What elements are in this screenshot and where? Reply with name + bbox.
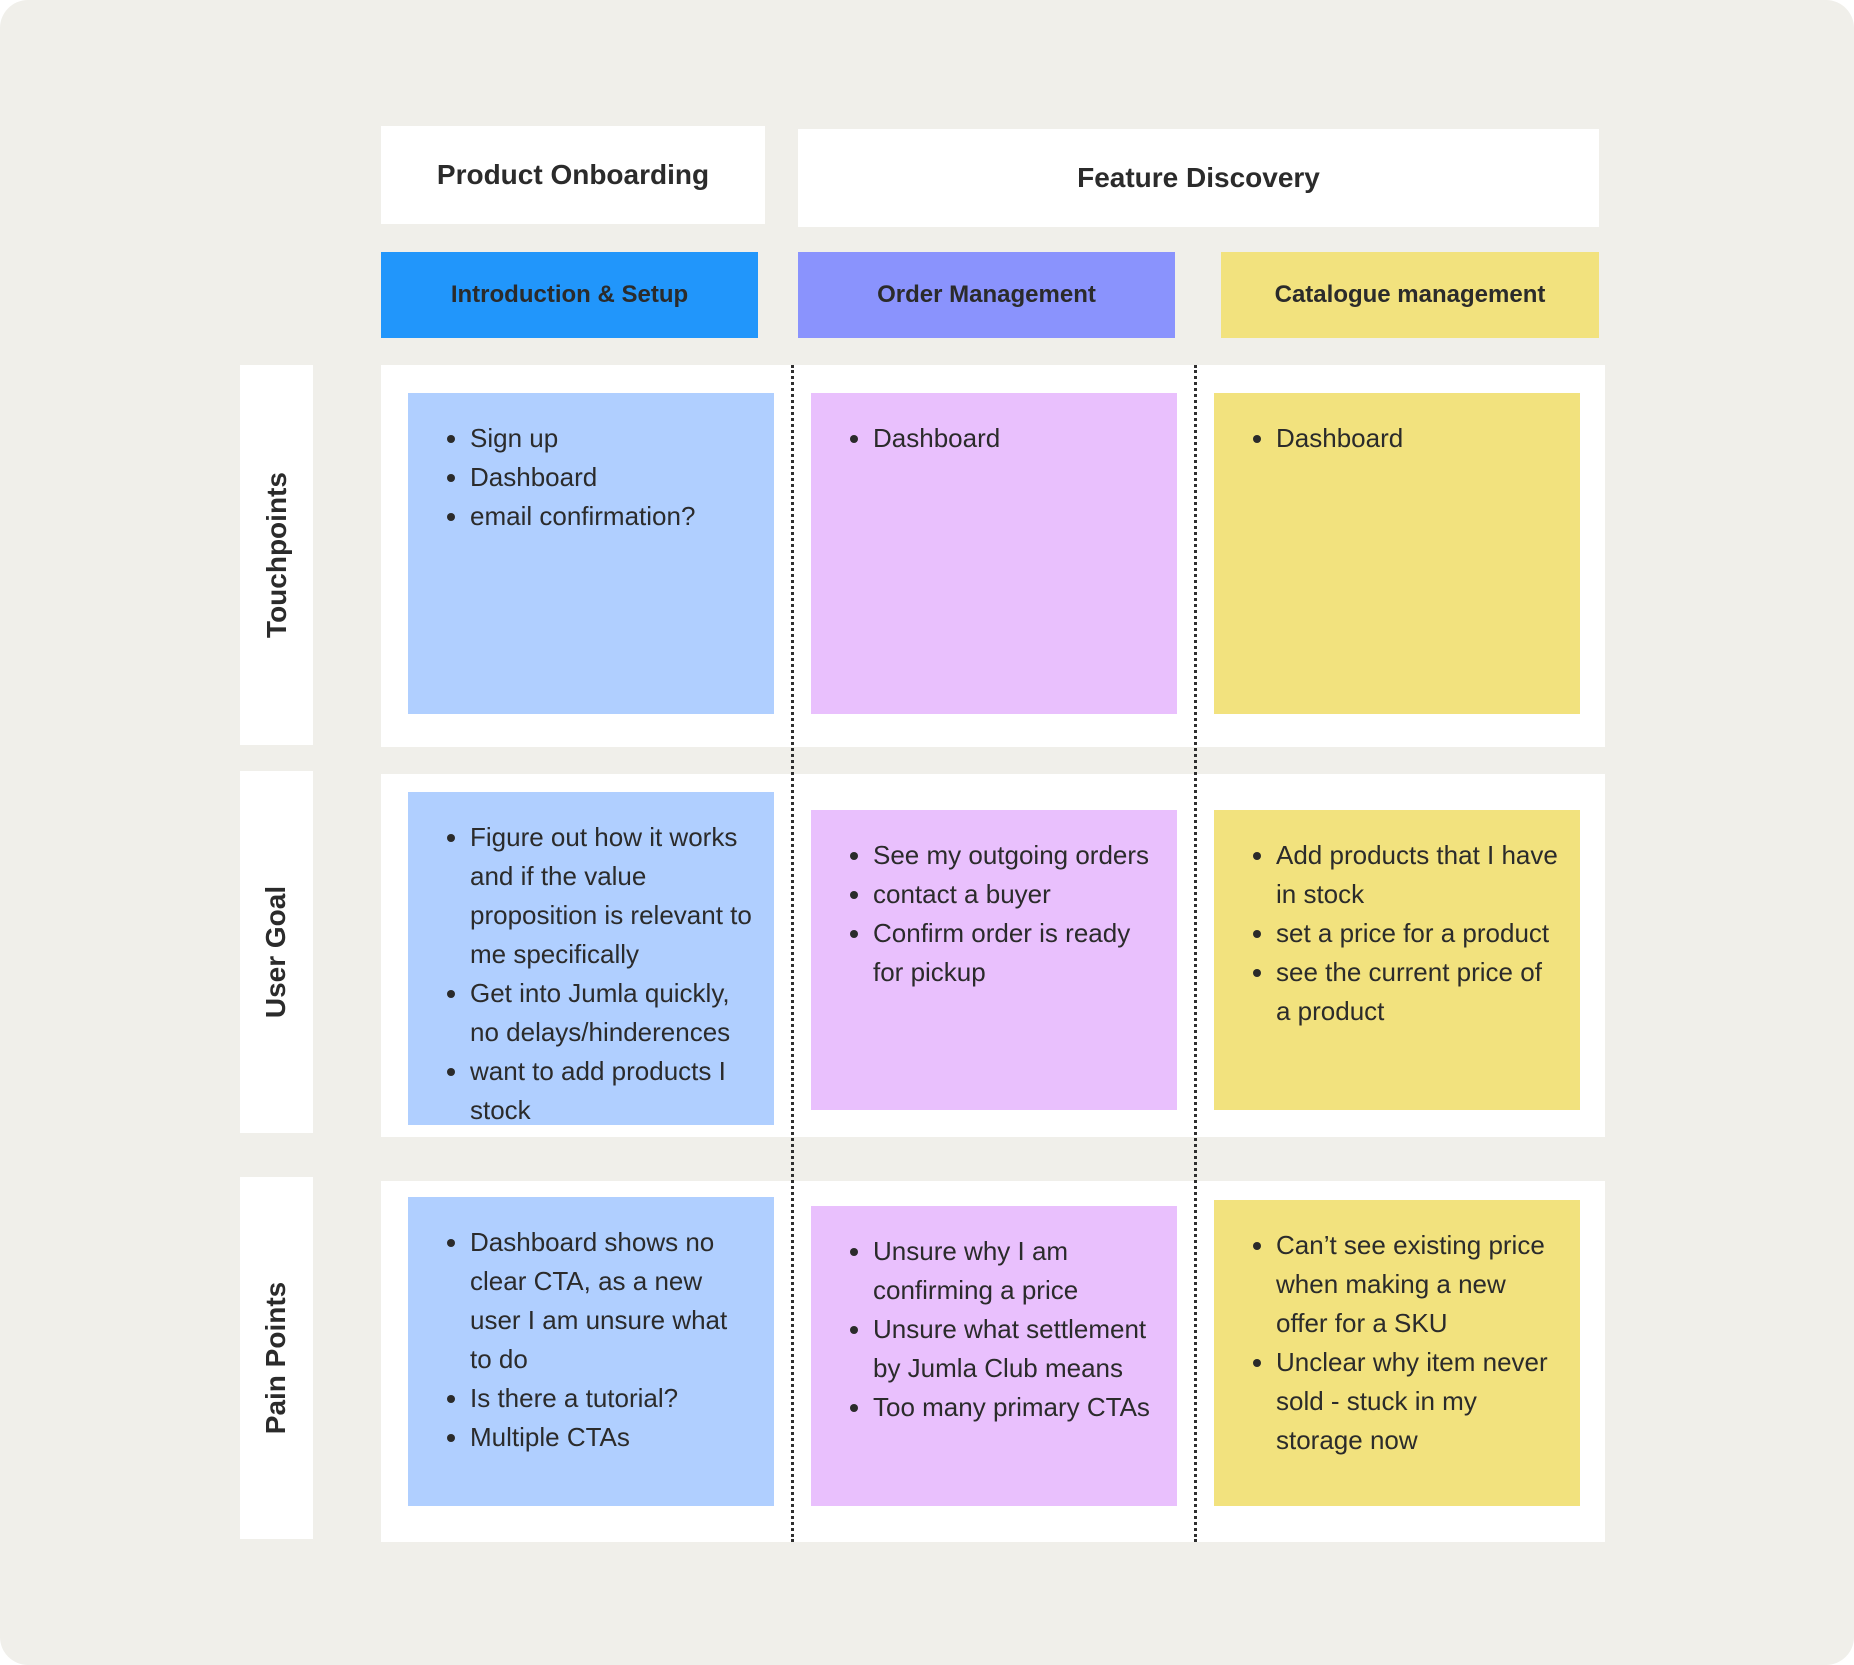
sticky-note-pain-points-order: Unsure why I am confirming a price Unsur… [811, 1206, 1177, 1506]
phase-header-product-onboarding: Product Onboarding [381, 126, 765, 224]
list-item: contact a buyer [873, 875, 1159, 914]
list-item: See my outgoing orders [873, 836, 1159, 875]
list-item: Confirm order is ready for pickup [873, 914, 1159, 992]
stage-header-catalogue-management: Catalogue management [1221, 252, 1599, 338]
note-list: Dashboard [829, 419, 1159, 458]
stage-label: Catalogue management [1274, 281, 1546, 308]
list-item: Dashboard [1276, 419, 1562, 458]
sticky-note-user-goal-order: See my outgoing orders contact a buyer C… [811, 810, 1177, 1110]
phase-title: Feature Discovery [1077, 162, 1320, 193]
list-item: Get into Jumla quickly, no delays/hinder… [470, 974, 756, 1052]
list-item: Dashboard [873, 419, 1159, 458]
list-item: Multiple CTAs [470, 1418, 756, 1457]
sticky-note-touchpoints-order: Dashboard [811, 393, 1177, 714]
note-list: Dashboard [1232, 419, 1562, 458]
stage-divider [1194, 365, 1197, 1542]
note-list: See my outgoing orders contact a buyer C… [829, 836, 1159, 992]
list-item: Too many primary CTAs [873, 1388, 1159, 1427]
note-list: Figure out how it works and if the value… [426, 818, 756, 1130]
list-item: Can’t see existing price when making a n… [1276, 1226, 1562, 1343]
list-item: Dashboard [470, 458, 756, 497]
stage-label: Order Management [877, 281, 1096, 308]
sticky-note-pain-points-catalogue: Can’t see existing price when making a n… [1214, 1200, 1580, 1506]
sticky-note-user-goal-intro: Figure out how it works and if the value… [408, 792, 774, 1125]
row-label-text: Touchpoints [260, 472, 292, 638]
sticky-note-user-goal-catalogue: Add products that I have in stock set a … [1214, 810, 1580, 1110]
note-list: Dashboard shows no clear CTA, as a new u… [426, 1223, 756, 1457]
list-item: Dashboard shows no clear CTA, as a new u… [470, 1223, 756, 1379]
list-item: Unsure what settlement by Jumla Club mea… [873, 1310, 1159, 1388]
list-item: Unsure why I am confirming a price [873, 1232, 1159, 1310]
stage-label: Introduction & Setup [450, 281, 689, 308]
row-label-text: User Goal [260, 885, 292, 1019]
stage-header-introduction-setup: Introduction & Setup [381, 252, 758, 338]
stage-divider [791, 365, 794, 1542]
row-label-touchpoints: Touchpoints [240, 365, 313, 745]
note-list: Sign up Dashboard email confirmation? [426, 419, 756, 536]
list-item: Unclear why item never sold - stuck in m… [1276, 1343, 1562, 1460]
row-label-text: Pain Points [260, 1281, 292, 1435]
phase-header-feature-discovery: Feature Discovery [798, 129, 1599, 227]
note-list: Can’t see existing price when making a n… [1232, 1226, 1562, 1460]
sticky-note-touchpoints-catalogue: Dashboard [1214, 393, 1580, 714]
list-item: see the current price of a product [1276, 953, 1562, 1031]
list-item: Is there a tutorial? [470, 1379, 756, 1418]
list-item: Add products that I have in stock [1276, 836, 1562, 914]
sticky-note-touchpoints-intro: Sign up Dashboard email confirmation? [408, 393, 774, 714]
sticky-note-pain-points-intro: Dashboard shows no clear CTA, as a new u… [408, 1197, 774, 1506]
list-item: Figure out how it works and if the value… [470, 818, 756, 974]
list-item: want to add products I stock [470, 1052, 756, 1130]
note-list: Add products that I have in stock set a … [1232, 836, 1562, 1031]
list-item: email confirmation? [470, 497, 756, 536]
list-item: set a price for a product [1276, 914, 1562, 953]
phase-title: Product Onboarding [436, 159, 710, 190]
row-label-pain-points: Pain Points [240, 1177, 313, 1539]
stage-header-order-management: Order Management [798, 252, 1175, 338]
list-item: Sign up [470, 419, 756, 458]
row-label-user-goal: User Goal [240, 771, 313, 1133]
note-list: Unsure why I am confirming a price Unsur… [829, 1232, 1159, 1427]
